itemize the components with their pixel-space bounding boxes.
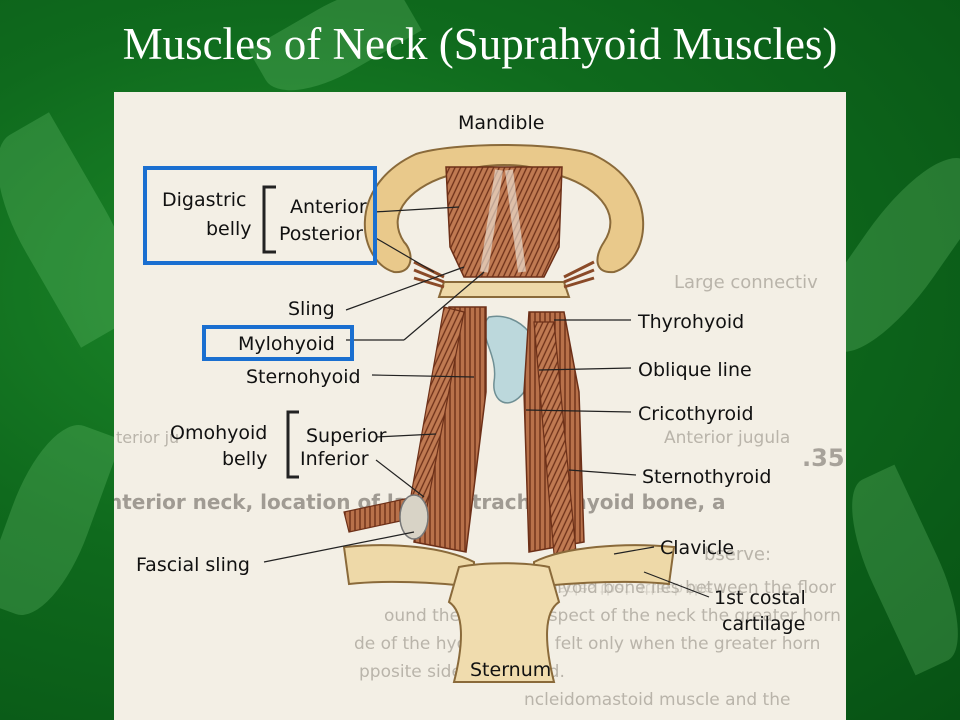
bg-text-anterior-ju: terior ju bbox=[116, 428, 180, 447]
label-mandible: Mandible bbox=[458, 112, 545, 134]
bg-text-line5: ncleidomastoid muscle and the bbox=[524, 690, 791, 710]
label-posterior: Posterior bbox=[279, 223, 363, 245]
label-fascial-sling: Fascial sling bbox=[136, 554, 250, 576]
leader-lines bbox=[263, 206, 710, 598]
label-clavicle: Clavicle bbox=[660, 537, 735, 559]
label-omohyoid: Omohyoid bbox=[170, 422, 268, 444]
label-cricothyroid: Cricothyroid bbox=[638, 403, 754, 425]
label-thyrohyoid: Thyrohyoid bbox=[638, 311, 745, 333]
bg-text-anterior-jugular: Anterior jugula bbox=[664, 428, 791, 448]
bg-text-large-connective: Large connectiv bbox=[674, 272, 818, 293]
label-sternohyoid: Sternohyoid bbox=[246, 366, 361, 388]
highlight-digastric-box bbox=[143, 166, 377, 265]
omohyoid-bracket bbox=[286, 410, 299, 479]
label-cartilage: cartilage bbox=[722, 613, 806, 635]
label-omohyoid-belly: belly bbox=[222, 448, 268, 470]
label-digastric: Digastric bbox=[162, 189, 247, 211]
highlight-mylohyoid-box bbox=[202, 325, 354, 361]
label-sternum: Sternum bbox=[470, 659, 552, 681]
background-leaf bbox=[0, 412, 122, 628]
clavicle-right bbox=[533, 544, 676, 589]
anatomy-drawing bbox=[262, 144, 710, 683]
bg-text-figure-number: .35 bbox=[802, 444, 845, 472]
sternum-bone bbox=[447, 562, 561, 683]
anatomy-figure: Large connectiv Anterior jugula terior j… bbox=[114, 92, 846, 720]
label-sling: Sling bbox=[288, 298, 335, 320]
slide-title: Muscles of Neck (Suprahyoid Muscles) bbox=[122, 19, 838, 69]
label-oblique-line: Oblique line bbox=[638, 359, 752, 381]
label-digastric-belly: belly bbox=[206, 218, 252, 240]
label-mylohyoid: Mylohyoid bbox=[238, 333, 335, 355]
fascial-sling-shape bbox=[399, 494, 429, 540]
label-sternothyroid: Sternothyroid bbox=[642, 466, 772, 488]
hyoid-bone bbox=[437, 281, 571, 298]
mylohyoid-muscle bbox=[445, 166, 563, 278]
digastric-bracket bbox=[262, 185, 276, 254]
background-leaf bbox=[831, 464, 960, 676]
bg-text-observe: bserve: bbox=[704, 544, 772, 565]
label-superior: Superior bbox=[306, 425, 387, 447]
label-anterior: Anterior bbox=[290, 196, 367, 218]
label-first-costal: 1st costal bbox=[714, 587, 806, 609]
label-inferior: Inferior bbox=[300, 448, 369, 470]
